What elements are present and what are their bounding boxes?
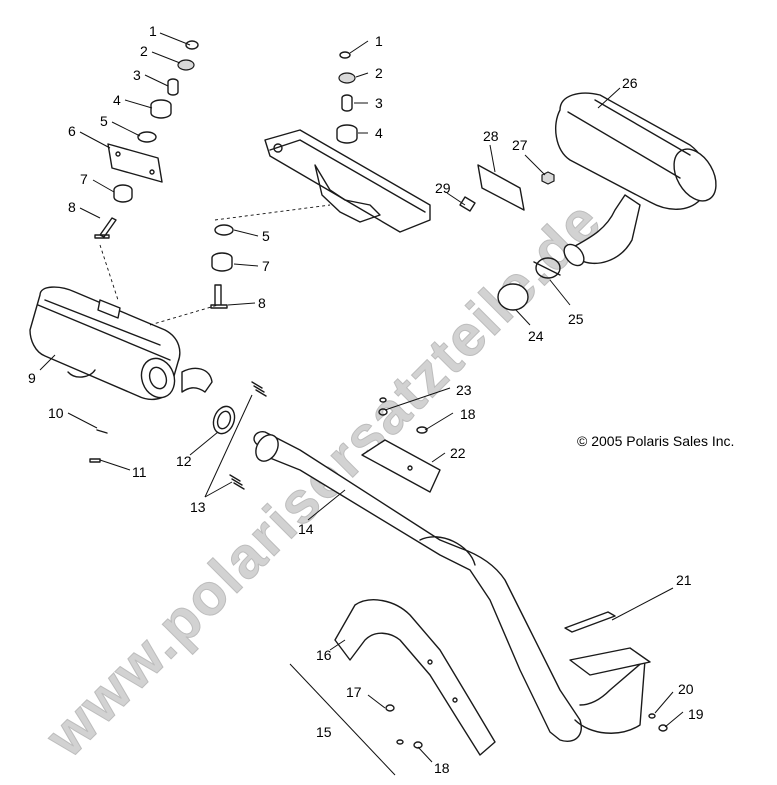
right-muffler	[554, 92, 717, 267]
callout-28: 28	[483, 128, 499, 144]
assembly-lines	[99, 204, 331, 326]
callout-26: 26	[622, 75, 638, 91]
callout-4-left: 4	[113, 92, 121, 108]
callout-2-left: 2	[140, 43, 148, 59]
callout-5-left: 5	[100, 113, 108, 129]
callout-19: 19	[688, 706, 704, 722]
callout-7-center: 7	[262, 258, 270, 274]
copyright-notice: © 2005 Polaris Sales Inc.	[577, 433, 734, 449]
heat-shield	[361, 439, 441, 493]
callout-9: 9	[28, 370, 36, 386]
left-mount-hardware	[94, 40, 199, 239]
callout-1-left: 1	[149, 23, 157, 39]
callout-18-upper: 18	[460, 406, 476, 422]
callout-6: 6	[68, 123, 76, 139]
callout-11: 11	[132, 464, 147, 480]
callout-18-lower: 18	[434, 760, 450, 776]
callout-29: 29	[435, 180, 451, 196]
callout-24: 24	[528, 328, 544, 344]
left-muffler	[29, 286, 213, 401]
callout-27: 27	[512, 137, 528, 153]
callout-20: 20	[678, 681, 694, 697]
leader-lines	[39, 32, 684, 776]
callout-3-center: 3	[375, 95, 383, 111]
callout-3-left: 3	[133, 67, 141, 83]
small-fasteners	[89, 397, 668, 749]
callout-13: 13	[190, 499, 206, 515]
callout-5-center: 5	[262, 228, 270, 244]
exhaust-gasket	[564, 611, 616, 633]
callout-labels: 1 2 3 4 5 6 7 8 9 1 2 3 4 5 7 8 10 11 12…	[28, 23, 704, 776]
callout-15: 15	[316, 724, 332, 740]
callout-22: 22	[450, 445, 466, 461]
center-lower-hardware	[210, 224, 234, 309]
callout-7-left: 7	[80, 171, 88, 187]
seal-and-springs	[212, 381, 267, 490]
callout-14: 14	[298, 521, 314, 537]
callout-17: 17	[346, 684, 362, 700]
right-hardware	[459, 164, 555, 212]
callout-21: 21	[676, 572, 692, 588]
callout-4-center: 4	[375, 125, 383, 141]
callout-8-left: 8	[68, 199, 76, 215]
center-mount-hardware	[336, 51, 358, 144]
callout-25: 25	[568, 311, 584, 327]
lower-heat-shield	[334, 599, 496, 756]
callout-1-center: 1	[375, 33, 383, 49]
frame-bracket	[264, 129, 431, 233]
callout-23: 23	[456, 382, 472, 398]
head-pipe	[253, 431, 651, 742]
callout-10: 10	[48, 405, 64, 421]
callout-12: 12	[176, 453, 192, 469]
callout-2-center: 2	[375, 65, 383, 81]
callout-16: 16	[316, 647, 332, 663]
callout-8-center: 8	[258, 295, 266, 311]
clamp-and-gasket	[497, 257, 561, 311]
